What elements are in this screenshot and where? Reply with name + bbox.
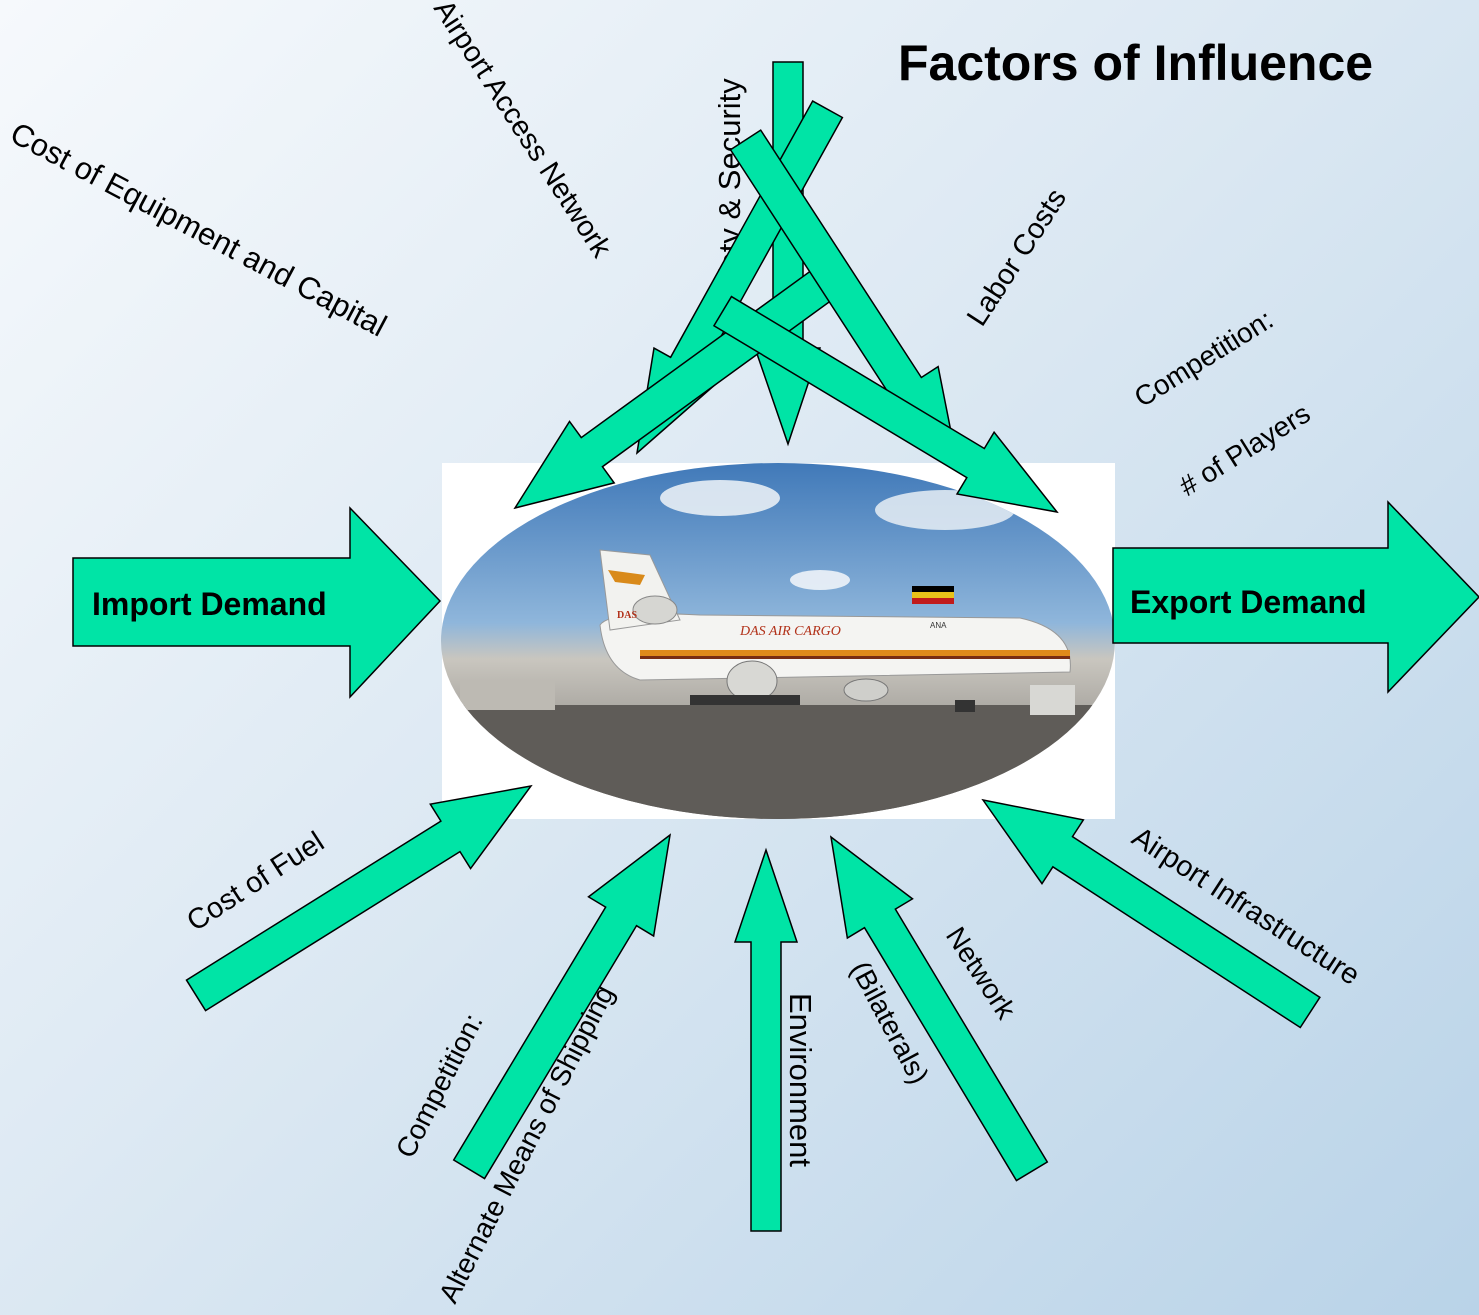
tail-logo-text: DAS [617,610,637,621]
import-demand-arrow [72,506,442,699]
export-demand-label: Export Demand [1130,584,1366,620]
labor-costs-label: Labor Costs [961,183,1073,332]
environment-arrow [733,847,799,1232]
cost-fuel-arrow [185,784,533,1012]
cargo-airplane-photo: DAS AIR CARGO DAS ANA [441,463,1115,819]
airport-access-label: Airport Access Network [427,0,617,264]
environment-label: Environment [783,993,818,1167]
competition-players-arrow [712,295,1059,514]
export-demand-arrow [1112,500,1479,694]
competition-players-label-2: # of Players [1174,397,1316,502]
livery-text: DAS AIR CARGO [739,624,841,639]
airport-infrastructure-arrow [981,798,1321,1029]
competition-shipping-arrow [452,833,672,1180]
cost-equipment-label: Cost of Equipment and Capital [5,115,393,343]
import-demand-label: Import Demand [92,586,327,622]
ana-badge-text: ANA [930,621,947,630]
page-title: Factors of Influence [898,35,1373,91]
competition-players-label-1: Competition: [1129,304,1279,414]
network-bilaterals-arrow [829,835,1049,1182]
